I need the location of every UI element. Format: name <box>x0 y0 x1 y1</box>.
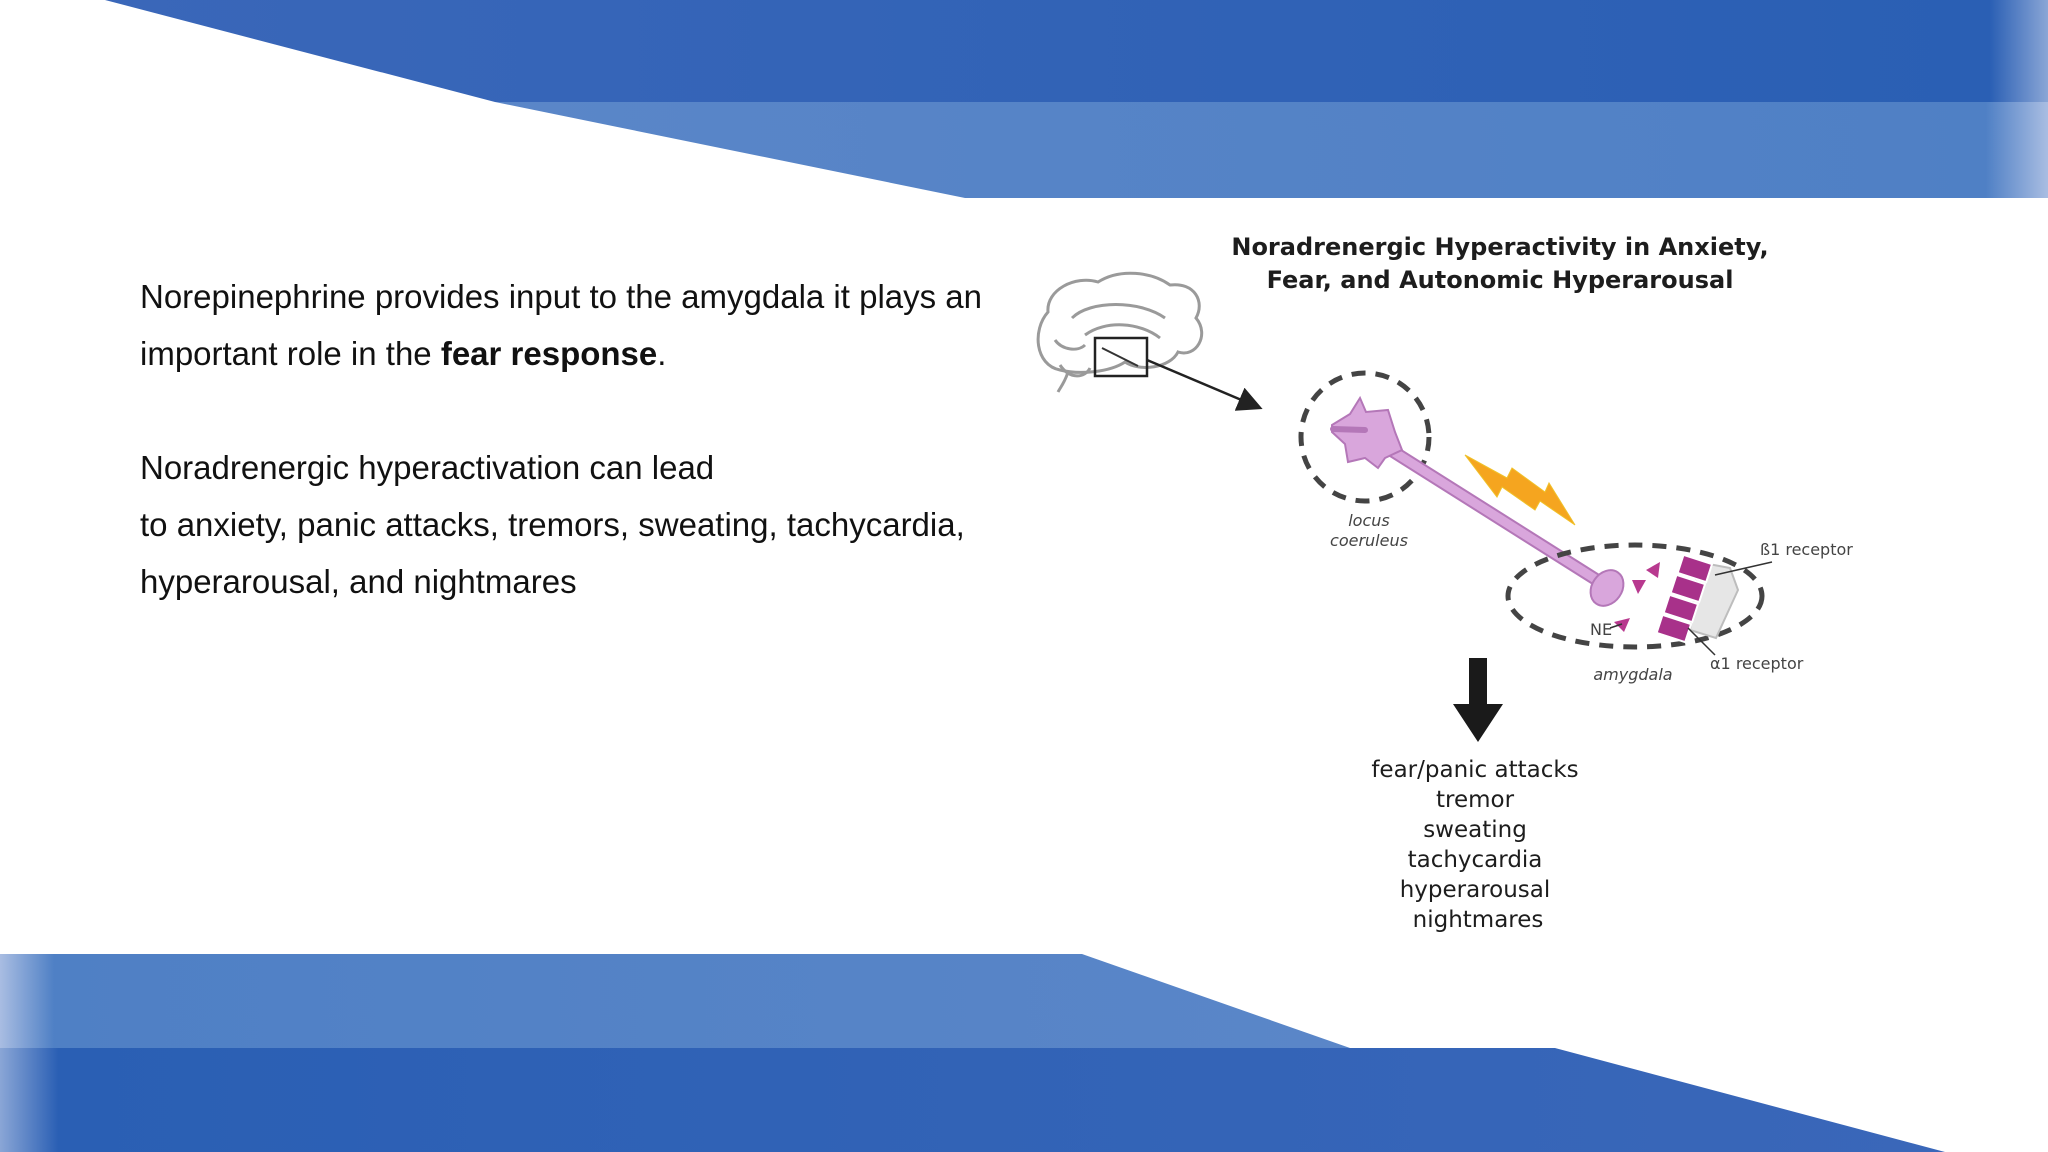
brain-icon <box>1036 271 1204 393</box>
brain-focus-box <box>1093 336 1149 378</box>
top-banner <box>105 0 2048 198</box>
alpha1-receptor-label: α1 receptor <box>1710 654 1804 673</box>
ne-label: NE <box>1590 620 1612 639</box>
neuron-axon-inner <box>1370 435 1605 587</box>
axon-terminal <box>1589 569 1625 607</box>
down-arrow-icon <box>1453 658 1503 742</box>
fear-response-emphasis: fear response <box>440 335 658 372</box>
locus-label-line-2: coeruleus <box>1330 531 1408 550</box>
beta1-receptor-label: ß1 receptor <box>1760 540 1853 559</box>
ne-molecule <box>1632 580 1646 594</box>
effect-item: nightmares <box>1413 907 1544 933</box>
effect-item: fear/panic attacks <box>1371 757 1578 783</box>
amygdala-region <box>1505 542 1765 650</box>
beta1-leader-line <box>1714 561 1773 576</box>
paragraph-2-line-1: Noradrenergic hyperactivation can lead <box>140 449 715 486</box>
neuron-dendrite <box>1330 426 1368 433</box>
amygdala-label: amygdala <box>1593 665 1672 684</box>
ne-molecule <box>1646 562 1660 578</box>
locus-label-line-1: locus <box>1348 511 1390 530</box>
effect-item: tachycardia <box>1408 847 1543 873</box>
body-text: Norepinephrine provides input to the amy… <box>140 268 1040 610</box>
diagram-title-line-2: Fear, and Autonomic Hyperarousal <box>1267 266 1734 294</box>
fear-text-prefix: important role in the <box>140 335 441 372</box>
effect-item: hyperarousal <box>1400 877 1551 903</box>
paragraph-1-line-2: important role in the fear response. <box>140 325 1040 382</box>
brain-pathway-line <box>1101 347 1139 367</box>
lightning-bolt-icon <box>1464 454 1576 526</box>
pointer-arrow <box>1146 358 1263 411</box>
effect-item: tremor <box>1436 787 1515 813</box>
receptor-stack <box>1655 553 1714 644</box>
fear-text-suffix: . <box>657 335 667 372</box>
alpha1-leader-line <box>1687 627 1716 656</box>
locus-coeruleus-region <box>1298 370 1432 504</box>
paragraph-2-line-3: hyperarousal, and nightmares <box>140 563 577 600</box>
bottom-banner <box>0 954 1945 1152</box>
effect-item: sweating <box>1423 817 1527 843</box>
paragraph-1-line-1: Norepinephrine provides input to the amy… <box>140 278 983 315</box>
paragraph-2-line-2: to anxiety, panic attacks, tremors, swea… <box>140 506 965 543</box>
ne-leader-line <box>1609 623 1623 629</box>
ne-molecule <box>1614 618 1630 632</box>
neuron-cell-body <box>1331 395 1404 470</box>
diagram-title-line-1: Noradrenergic Hyperactivity in Anxiety, <box>1231 233 1768 261</box>
